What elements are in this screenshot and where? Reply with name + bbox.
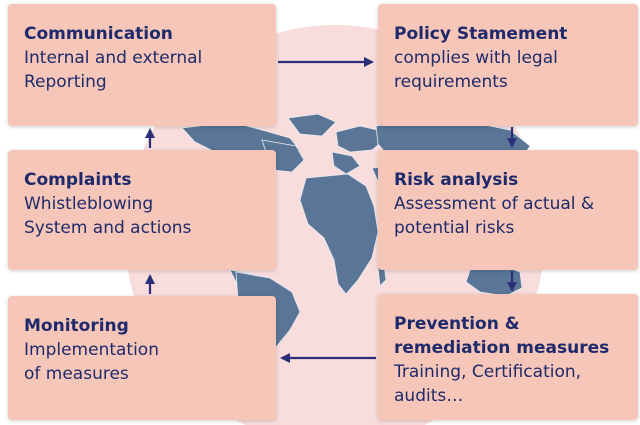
monitoring-line-1: Implementation (24, 340, 159, 360)
communication-box: Communication Internal and external Repo… (8, 4, 276, 126)
risk-analysis-line-1: Assessment of actual & (394, 194, 595, 214)
prevention-title-line-2: remediation measures (394, 338, 610, 358)
risk-analysis-title: Risk analysis (394, 170, 519, 190)
complaints-line-2: System and actions (24, 218, 192, 238)
risk-analysis-box: Risk analysis Assessment of actual & pot… (378, 150, 638, 270)
monitoring-box: Monitoring Implementation of measures (8, 296, 276, 420)
complaints-line-1: Whistleblowing (24, 194, 154, 214)
prevention-box: Prevention & remediation measures Traini… (378, 294, 638, 420)
communication-line-2: Reporting (24, 72, 107, 92)
policy-statement-line-1: complies with legal (394, 48, 558, 68)
prevention-line-1: Training, Certification, (394, 362, 582, 382)
monitoring-line-2: of measures (24, 364, 129, 384)
policy-statement-line-2: requirements (394, 72, 508, 92)
communication-line-1: Internal and external (24, 48, 203, 68)
prevention-title-line-1: Prevention & (394, 314, 520, 334)
prevention-line-2: audits… (394, 386, 464, 406)
complaints-box: Complaints Whistleblowing System and act… (8, 150, 276, 270)
monitoring-title: Monitoring (24, 316, 129, 336)
complaints-title: Complaints (24, 170, 132, 190)
risk-analysis-line-2: potential risks (394, 218, 515, 238)
policy-statement-title: Policy Stamement (394, 24, 568, 44)
communication-title: Communication (24, 24, 173, 44)
policy-statement-box: Policy Stamement complies with legal req… (378, 4, 638, 126)
